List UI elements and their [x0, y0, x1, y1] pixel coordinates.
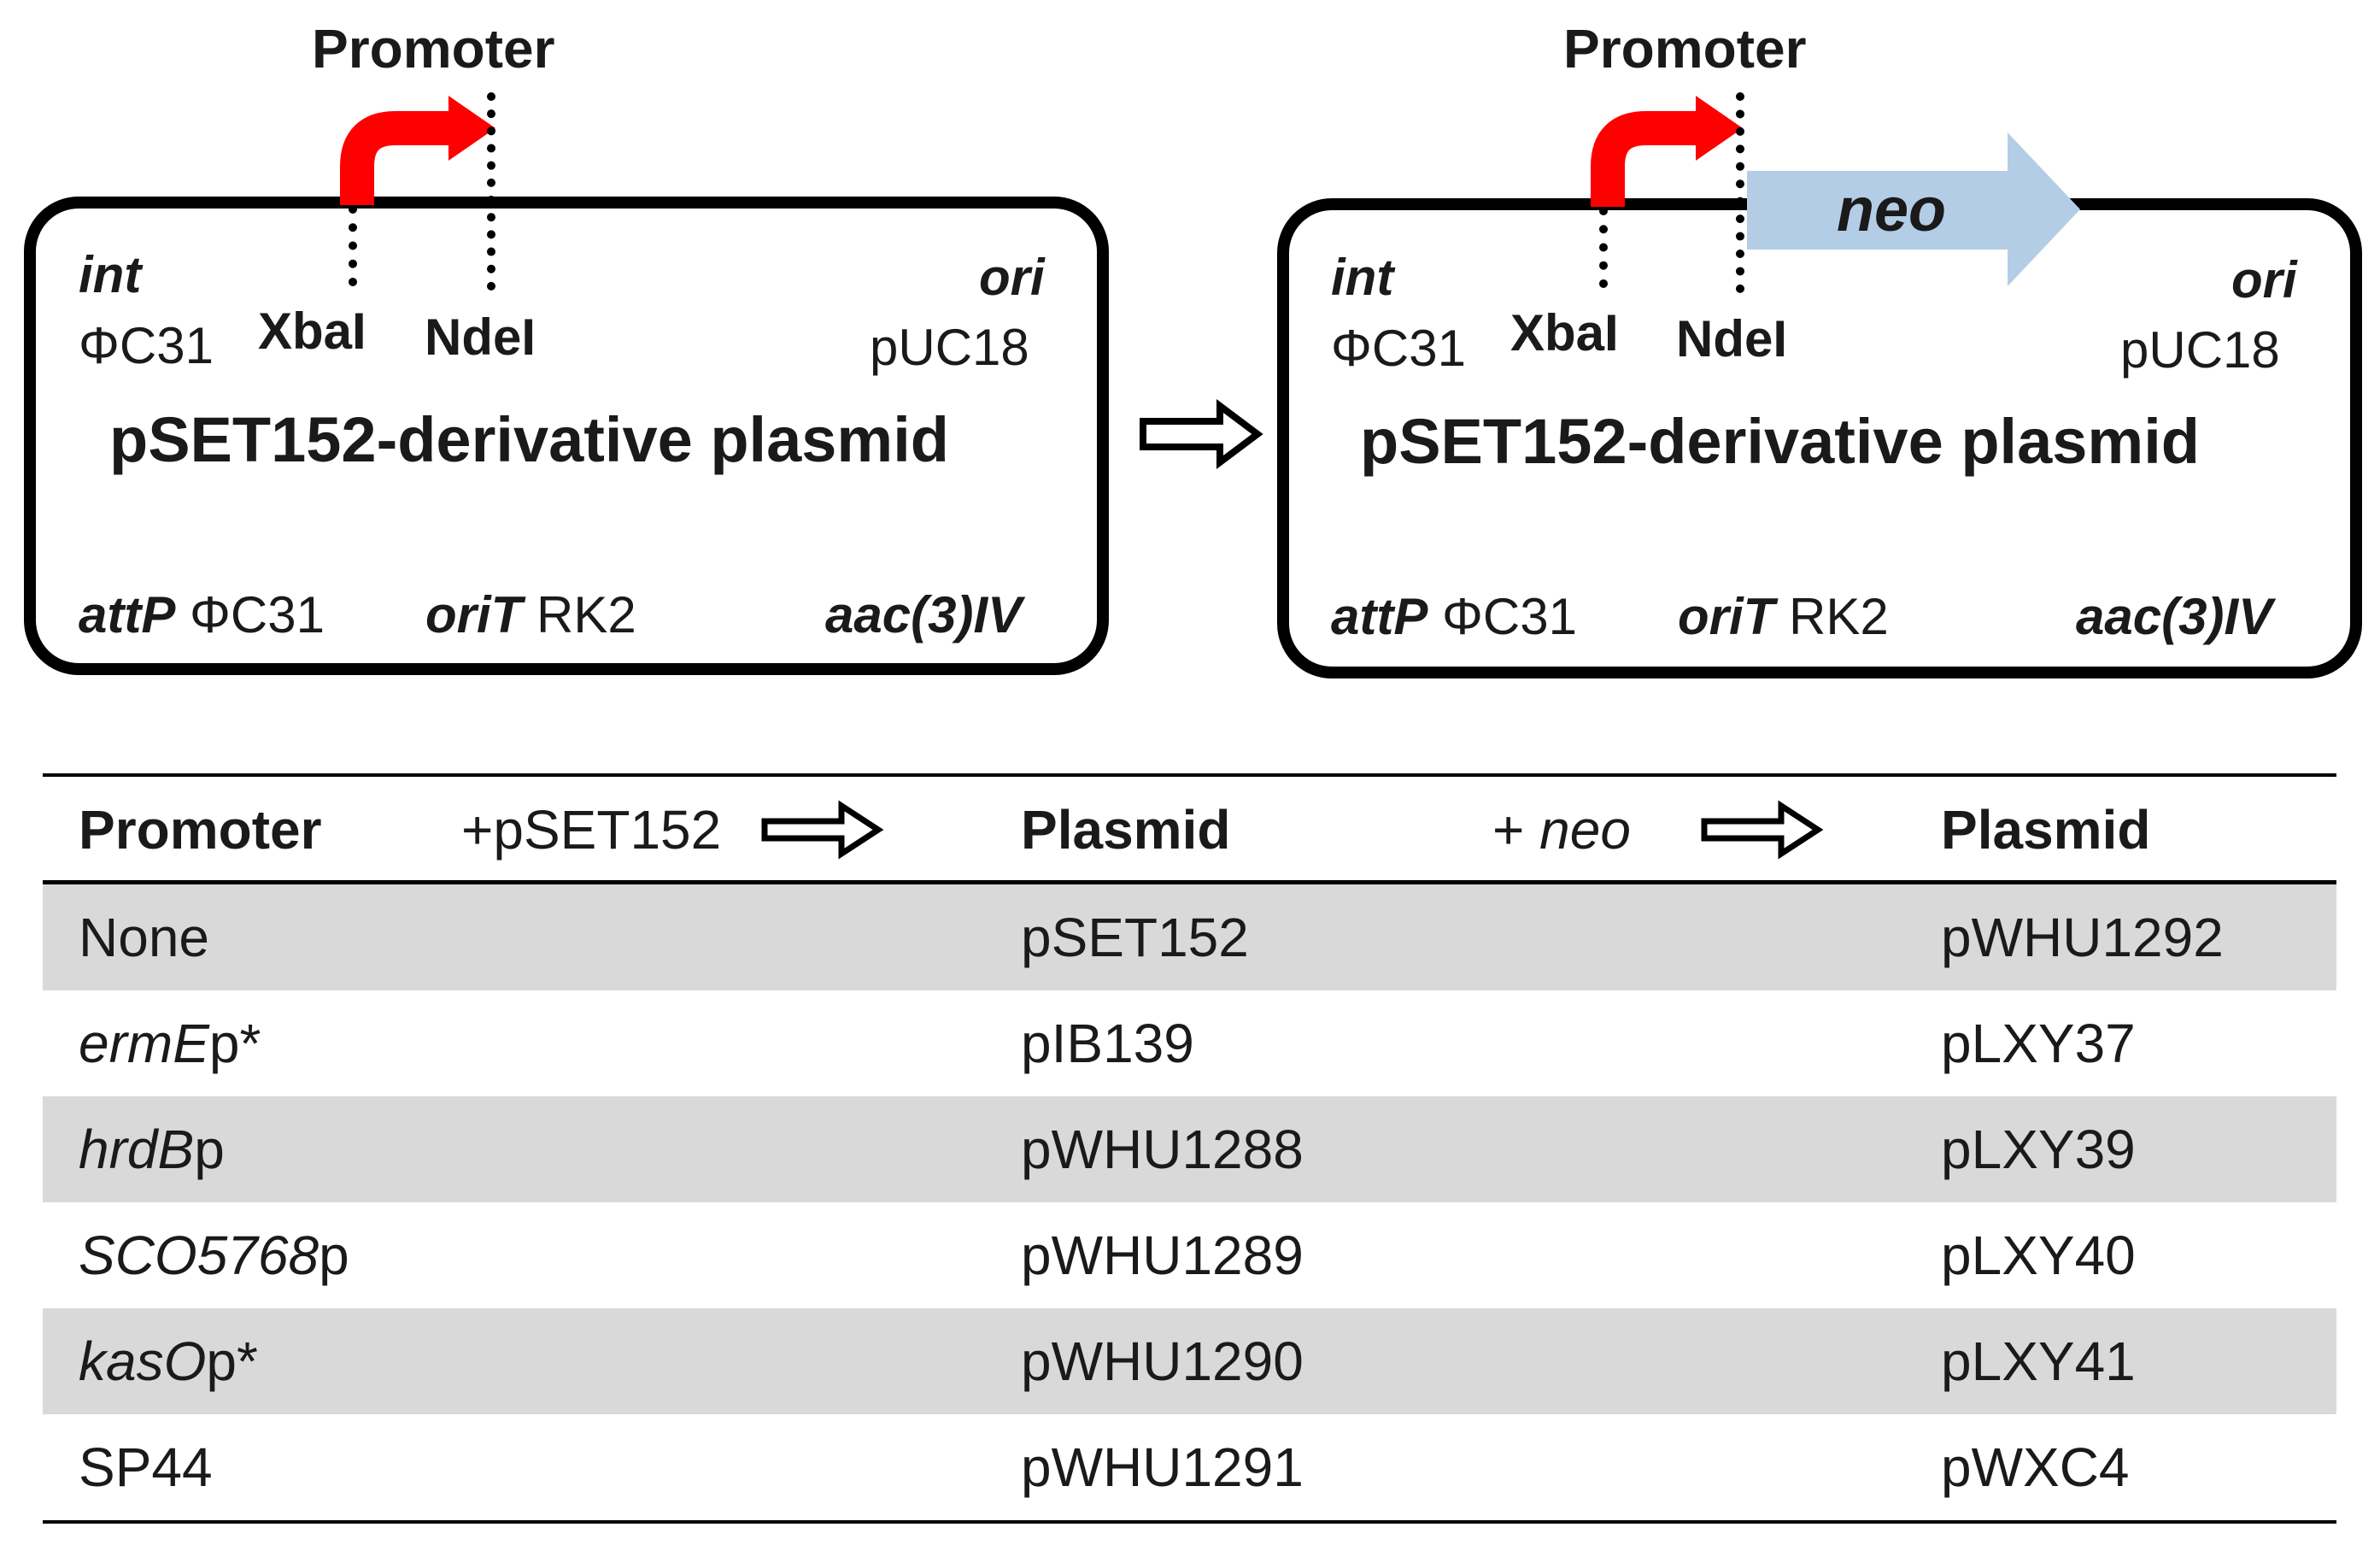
- promoter-cell: hrdBp: [79, 1096, 225, 1202]
- table-row: ermEp* pIB139 pLXY37: [43, 990, 2336, 1096]
- right-int-sub: ΦC31: [1331, 320, 1466, 377]
- left-int-sub: ΦC31: [79, 317, 214, 374]
- right-plasmid-box: [1277, 198, 2362, 679]
- neo-plasmid-cell: pLXY41: [1941, 1331, 2136, 1392]
- promoter-name-italic: hrdB: [79, 1119, 195, 1180]
- header-add-neo: + neo: [1492, 777, 1631, 883]
- left-plasmid-title: pSET152-derivative plasmid: [109, 404, 949, 475]
- plasmid-cell: pWHU1288: [1021, 1119, 1304, 1180]
- construction-arrow-icon: [1140, 399, 1263, 469]
- neo-plasmid-cell: pLXY37: [1941, 1013, 2136, 1074]
- table-top-rule: [43, 773, 2336, 777]
- right-ori-sub: pUC18: [2120, 321, 2280, 379]
- table-row: SCO5768p pWHU1289 pLXY40: [43, 1202, 2336, 1308]
- neo-plasmid-cell: pWXC4: [1941, 1436, 2130, 1498]
- plasmid-cell: pSET152: [1021, 907, 1249, 968]
- right-ndel-label: NdeI: [1676, 310, 1788, 367]
- header-add-neo-plus: +: [1492, 799, 1540, 861]
- plasmid-cell: pIB139: [1021, 1013, 1194, 1074]
- promoter-name-suffix: p: [319, 1225, 349, 1286]
- right-orit-sub: RK2: [1789, 588, 1889, 645]
- right-aac-label: aac(3)IV: [2076, 588, 2273, 645]
- right-attp-group: attP ΦC31: [1331, 591, 1577, 643]
- header-arrow-2-icon: [1701, 800, 1824, 860]
- promoter-cell: ermEp*: [79, 990, 261, 1096]
- table-row: kasOp* pWHU1290 pLXY41: [43, 1308, 2336, 1414]
- left-xbal-site-marker: [349, 205, 357, 286]
- right-xbal-label: XbaI: [1510, 304, 1619, 361]
- promoter-name-italic: kasO: [79, 1331, 207, 1392]
- right-orit-label: oriT: [1678, 588, 1775, 645]
- left-attp-sub: ΦC31: [190, 586, 325, 643]
- left-attp-label: attP: [79, 586, 176, 643]
- promoter-name-suffix: SP44: [79, 1436, 213, 1498]
- header-promoter: Promoter: [79, 799, 322, 861]
- left-orit-label: oriT: [425, 586, 523, 643]
- left-ndel-site-marker: [487, 92, 495, 291]
- right-ori-label: ori: [2231, 251, 2297, 308]
- header-add-pset152: +pSET152: [461, 799, 722, 861]
- left-ori-label: ori: [979, 249, 1045, 306]
- table-header-row: Promoter +pSET152 Plasmid + neo Plasmid: [43, 777, 2336, 883]
- table-row: SP44 pWHU1291 pWXC4: [43, 1414, 2336, 1520]
- plasmid-cell: pWHU1291: [1021, 1436, 1304, 1498]
- left-plasmid-box: [24, 197, 1109, 675]
- promoter-cell: kasOp*: [79, 1308, 258, 1414]
- promoter-cell: None: [79, 884, 209, 990]
- right-orit-group: oriT RK2: [1678, 591, 1889, 643]
- promoter-name-italic: SCO5768: [79, 1225, 319, 1286]
- table-row: hrdBp pWHU1288 pLXY39: [43, 1096, 2336, 1202]
- right-promoter-label: Promoter: [1563, 18, 1807, 79]
- right-promoter-arrow-icon: [1591, 96, 1743, 207]
- promoter-name-suffix: p: [194, 1119, 225, 1180]
- right-plasmid-title: pSET152-derivative plasmid: [1360, 406, 2200, 477]
- right-ndel-site-marker: [1736, 92, 1744, 293]
- header-add-neo-name: neo: [1539, 799, 1631, 861]
- table-bottom-rule: [43, 1520, 2336, 1524]
- left-promoter-arrow-icon: [340, 96, 495, 205]
- table-row: None pSET152 pWHU1292: [43, 884, 2336, 990]
- promoter-cell: SCO5768p: [79, 1202, 349, 1308]
- promoter-name-suffix: p*: [206, 1331, 258, 1392]
- plasmid-cell: pWHU1289: [1021, 1225, 1304, 1286]
- neo-plasmid-cell: pLXY40: [1941, 1225, 2136, 1286]
- neo-gene-label: neo: [1837, 176, 1947, 244]
- left-aac-label: aac(3)IV: [825, 586, 1023, 643]
- neo-gene-arrow-icon: [1747, 132, 2080, 286]
- header-arrow-1-icon: [761, 800, 884, 860]
- promoter-name-suffix: None: [79, 907, 209, 968]
- promoter-name-suffix: p*: [208, 1013, 261, 1074]
- plasmid-cell: pWHU1290: [1021, 1331, 1304, 1392]
- left-xbal-label: XbaI: [258, 303, 366, 360]
- header-plasmid-1: Plasmid: [1021, 799, 1231, 861]
- right-attp-label: attP: [1331, 588, 1428, 645]
- left-orit-group: oriT RK2: [425, 590, 636, 641]
- header-plasmid-2: Plasmid: [1941, 799, 2151, 861]
- plasmid-construction-diagram: Promoter int ΦC31 XbaI NdeI ori pUC18 pS…: [0, 0, 2380, 769]
- right-xbal-site-marker: [1599, 207, 1608, 288]
- right-int-label: int: [1331, 249, 1394, 306]
- right-attp-sub: ΦC31: [1442, 588, 1577, 645]
- left-orit-sub: RK2: [536, 586, 636, 643]
- neo-plasmid-cell: pLXY39: [1941, 1119, 2136, 1180]
- left-attp-group: attP ΦC31: [79, 590, 325, 641]
- neo-plasmid-cell: pWHU1292: [1941, 907, 2224, 968]
- left-int-label: int: [79, 246, 142, 303]
- promoter-cell: SP44: [79, 1414, 213, 1520]
- left-ori-sub: pUC18: [870, 319, 1029, 376]
- table-header-rule: [43, 880, 2336, 884]
- left-promoter-label: Promoter: [312, 18, 555, 79]
- left-ndel-label: NdeI: [425, 308, 536, 366]
- promoter-name-italic: ermE: [79, 1013, 209, 1074]
